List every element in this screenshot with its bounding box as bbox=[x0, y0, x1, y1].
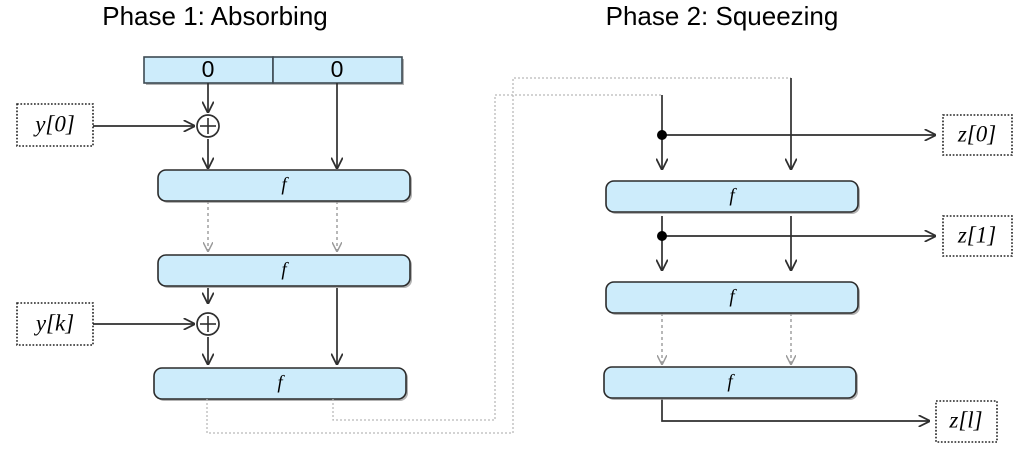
output-z1-label: z[1] bbox=[957, 222, 996, 247]
state-cell-rate bbox=[143, 56, 274, 84]
feedback-path-rate bbox=[332, 94, 662, 421]
xor-node-k bbox=[196, 312, 220, 336]
input-box-yk[interactable]: y[k] bbox=[16, 302, 94, 346]
output-zl-label: z[l] bbox=[948, 407, 982, 432]
wire-sqf2-to-zl bbox=[661, 399, 929, 421]
tap-dot-0 bbox=[657, 130, 667, 140]
input-box-y0[interactable]: y[0] bbox=[16, 103, 94, 147]
output-box-zl[interactable]: z[l] bbox=[935, 400, 998, 443]
absorbing-f0-label: f bbox=[281, 174, 289, 195]
phase-1-title: Phase 1: Absorbing bbox=[102, 1, 328, 31]
output-z0-label: z[0] bbox=[957, 121, 996, 146]
output-box-z0[interactable]: z[0] bbox=[942, 114, 1013, 156]
output-box-z1[interactable]: z[1] bbox=[942, 215, 1013, 257]
phase-2-title: Phase 2: Squeezing bbox=[606, 1, 839, 31]
tap-dot-1 bbox=[657, 231, 667, 241]
state-cell-capacity-label: 0 bbox=[331, 56, 344, 82]
squeezing-f0-label: f bbox=[729, 185, 737, 206]
state-cell-capacity bbox=[272, 56, 403, 84]
squeezing-f1-label: f bbox=[729, 286, 737, 307]
feedback-path-capacity bbox=[206, 77, 791, 434]
squeezing-permutation-0: f bbox=[605, 180, 860, 214]
absorbing-permutation-0: f bbox=[157, 169, 412, 203]
xor-node-0 bbox=[196, 114, 220, 138]
squeezing-permutation-2: f bbox=[603, 366, 858, 400]
state-cell-rate-label: 0 bbox=[202, 56, 215, 82]
initial-state-bar: 0 0 bbox=[143, 56, 404, 85]
absorbing-permutation-2: f bbox=[153, 367, 408, 401]
absorbing-permutation-1: f bbox=[157, 254, 412, 288]
absorbing-f2-label: f bbox=[277, 372, 285, 393]
squeezing-f2-label: f bbox=[727, 371, 735, 392]
input-y0-label: y[0] bbox=[33, 111, 75, 136]
absorbing-f1-label: f bbox=[281, 259, 289, 280]
squeezing-permutation-1: f bbox=[605, 281, 860, 315]
input-yk-label: y[k] bbox=[34, 310, 74, 335]
